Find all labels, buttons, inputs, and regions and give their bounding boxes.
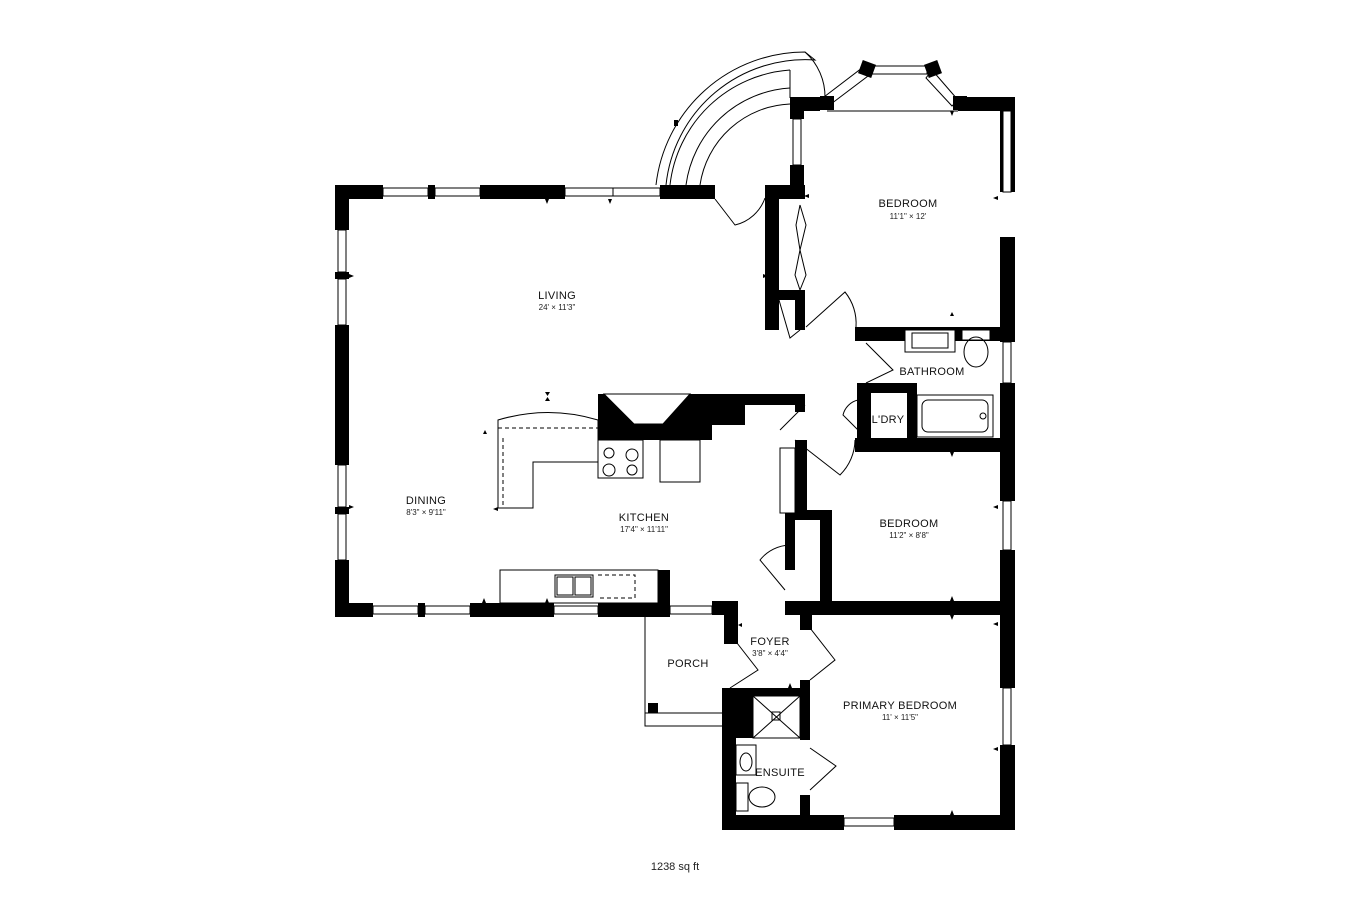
dining-name: DINING [406,495,446,507]
primary-name: PRIMARY BEDROOM [843,700,957,712]
interior-walls [598,185,1015,815]
foyer-name: FOYER [750,636,789,648]
ensuite-name: ENSUITE [755,767,805,779]
porch-name: PORCH [667,658,708,670]
primary-dim: 11' × 11'5" [882,713,918,722]
dining-dim: 8'3" × 9'11" [406,508,446,517]
fixtures [497,329,994,812]
laundry-name: L'DRY [872,414,905,426]
kitchen-dim: 17'4" × 11'11" [620,525,668,534]
bathroom-name: BATHROOM [899,366,964,378]
bedroom2-dim: 11'2" × 8'8" [889,531,929,540]
foyer-dim: 3'8" × 4'4" [752,649,788,658]
bedroom1-name: BEDROOM [879,198,938,210]
living-dim: 24' × 11'3" [539,303,576,312]
total-area-label: 1238 sq ft [650,861,700,873]
living-name: LIVING [538,290,576,302]
room-labels: BEDROOM 11'1" × 12' LIVING 24' × 11'3" B… [406,198,964,779]
kitchen-name: KITCHEN [619,512,669,524]
bedroom1-dim: 11'1" × 12' [890,212,927,221]
curved-stairs [655,51,826,226]
measurement-markers [349,111,998,815]
windows [337,60,1012,827]
bedroom2-name: BEDROOM [880,518,939,530]
